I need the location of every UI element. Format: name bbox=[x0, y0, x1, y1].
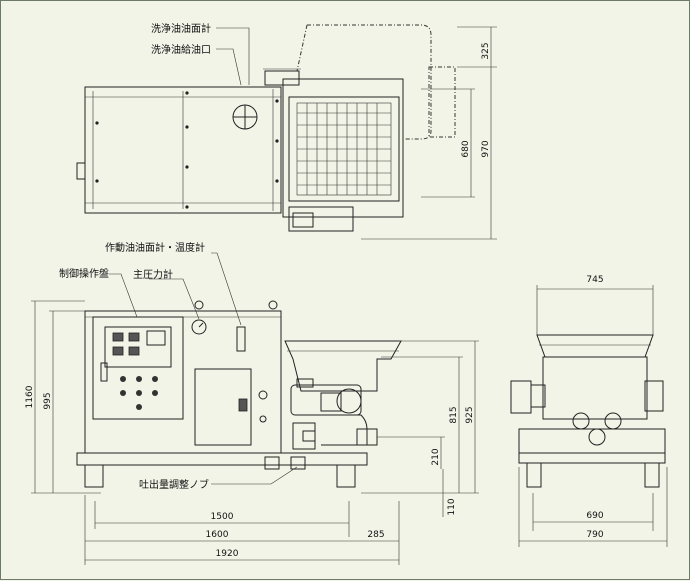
dim-110: 110 bbox=[447, 498, 457, 515]
level-gauge-icon bbox=[236, 326, 246, 352]
control-panel bbox=[92, 316, 184, 420]
base-frame bbox=[76, 452, 368, 466]
dim-995: 995 bbox=[43, 392, 53, 409]
end-hopper bbox=[536, 334, 654, 358]
dim-745: 745 bbox=[586, 275, 603, 285]
dim-815: 815 bbox=[449, 406, 459, 423]
lid-open-outline bbox=[307, 24, 432, 140]
dim-210: 210 bbox=[431, 448, 441, 465]
dim-325: 325 bbox=[481, 42, 491, 59]
end-view: 745 690 790 bbox=[510, 275, 668, 547]
dim-925: 925 bbox=[465, 406, 475, 423]
dim-285: 285 bbox=[367, 530, 384, 540]
dim-680: 680 bbox=[461, 140, 471, 157]
dim-1920: 1920 bbox=[216, 549, 239, 559]
top-view: 325 680 970 洗浄油油面計 洗浄油給油口 bbox=[76, 22, 497, 240]
hopper-side bbox=[284, 340, 402, 392]
top-view-deck bbox=[84, 86, 282, 214]
label-main-pressure-gauge: 主圧力計 bbox=[133, 268, 173, 281]
hopper-grate bbox=[296, 102, 392, 196]
label-wash-oil-level-gauge: 洗浄油油面計 bbox=[151, 22, 211, 35]
dim-1500: 1500 bbox=[211, 512, 234, 522]
dim-1160: 1160 bbox=[25, 385, 35, 408]
label-discharge-knob: 吐出量調整ノブ bbox=[139, 478, 209, 491]
access-door bbox=[194, 368, 252, 446]
dim-970: 970 bbox=[481, 140, 491, 157]
dim-790: 790 bbox=[586, 530, 603, 540]
label-control-panel: 制御操作盤 bbox=[59, 267, 109, 280]
dim-690: 690 bbox=[586, 511, 603, 521]
side-view: 1160 995 815 925 210 110 1500 1600 285 1… bbox=[25, 241, 479, 565]
label-hydraulic-gauge: 作動油油面計・温度計 bbox=[105, 241, 205, 254]
hopper-frame bbox=[282, 78, 404, 218]
label-wash-oil-filler: 洗浄油給油口 bbox=[151, 43, 211, 56]
dim-1600: 1600 bbox=[206, 530, 229, 540]
pressure-gauge-icon bbox=[191, 319, 207, 335]
